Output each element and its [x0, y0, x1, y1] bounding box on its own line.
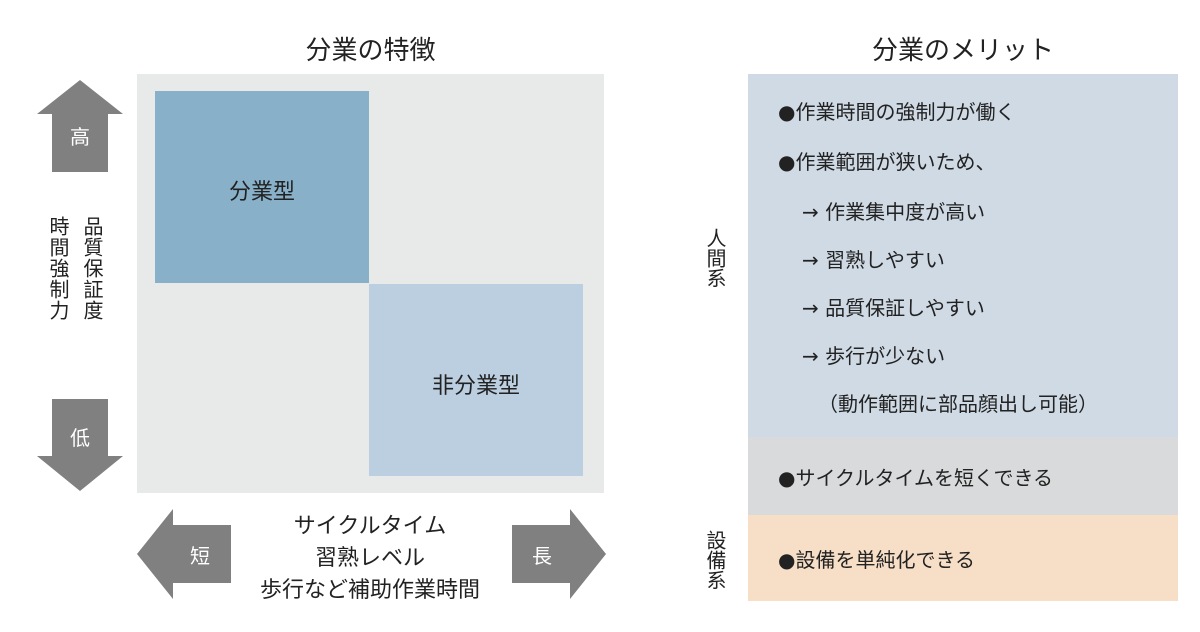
low-label: 低: [70, 426, 90, 450]
division-of-labor-box: [155, 91, 369, 283]
equipment-system-band: [748, 515, 1178, 601]
x-label-cycle-time: サイクルタイム: [293, 514, 447, 539]
human-system-label: 人間系: [703, 228, 727, 288]
human-system-band: [748, 74, 1178, 437]
merit-subitem: → 品質保証しやすい: [802, 296, 985, 320]
merit-note: （動作範囲に部品顔出し可能）: [818, 392, 1098, 416]
x-label-auxiliary-time: 歩行など補助作業時間: [259, 578, 480, 603]
non-division-of-labor-label: 非分業型: [431, 374, 520, 399]
short-label: 短: [190, 544, 210, 568]
merit-subitem: → 歩行が少ない: [802, 344, 946, 368]
non-division-of-labor-box: [369, 284, 583, 476]
merit-subitem: → 習熟しやすい: [802, 248, 945, 272]
merits-title: 分業のメリット: [871, 36, 1054, 66]
merit-subitem: → 作業集中度が高い: [802, 200, 986, 224]
x-label-skill-level: 習熟レベル: [314, 546, 425, 571]
down-arrow-icon: [37, 399, 123, 491]
features-title: 分業の特徴: [305, 36, 436, 66]
left-arrow-icon: [137, 509, 231, 599]
equipment-system-label: 設備系: [703, 530, 727, 590]
quality-assurance-label: 品質保証度: [80, 216, 104, 321]
merit-item: ●作業時間の強制力が働く: [778, 100, 1016, 124]
high-label: 高: [70, 125, 90, 149]
cycle-time-item: ●サイクルタイムを短くできる: [778, 466, 1054, 490]
right-arrow-icon: [512, 509, 606, 599]
time-enforcement-label: 時間強制力: [46, 216, 70, 321]
up-arrow-icon: [37, 80, 123, 172]
cycle-time-band: [748, 437, 1178, 515]
division-of-labor-label: 分業型: [228, 180, 295, 205]
equipment-item: ●設備を単純化できる: [778, 548, 976, 572]
merit-item: ●作業範囲が狭いため、: [778, 150, 996, 174]
long-label: 長: [532, 544, 552, 568]
